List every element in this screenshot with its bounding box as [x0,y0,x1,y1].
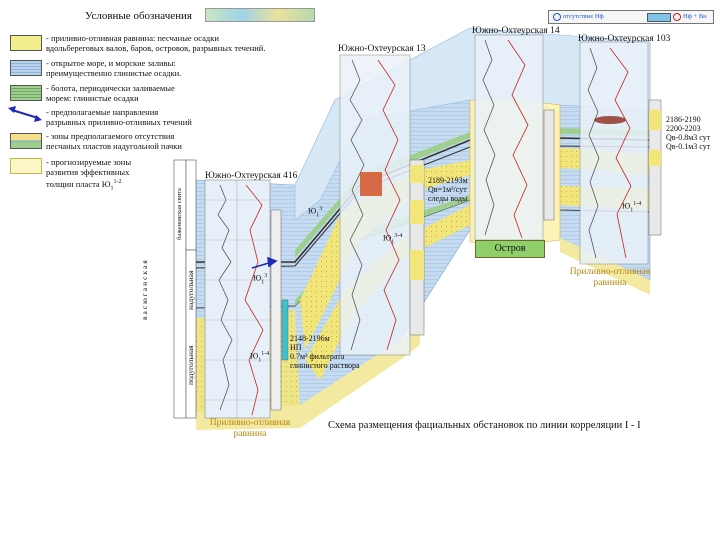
layer-label-103: Ю11-4 [622,201,642,214]
legend-swatch-absence [10,133,42,149]
depth-ticks [205,199,270,401]
zone-label-island: Остров [475,240,545,258]
well-title-103: Южно-Охтеурская 103 [578,34,671,44]
mini-legend-item-1: отсутствие Нф [563,13,604,20]
top-map-strip [205,8,315,22]
layer-label-13-upper: Ю13 [308,206,323,219]
layer-label-13: Ю13-4 [383,233,403,246]
diagram-caption: Схема размещения фациальных обстановок п… [328,420,641,431]
mini-legend: отсутствие Нф Нф + Вн [548,10,714,24]
strat-column [173,159,197,419]
legend-swatch-swamp [10,85,42,101]
legend-swatch-open-sea [10,60,42,76]
legend-arrow-icon [8,106,42,122]
strat-vasyugan: васюганская [140,258,149,320]
swamp-wedge-2 [295,195,470,306]
well-title-13: Южно-Охтеурская 13 [338,44,426,54]
mini-legend-item-2: Нф + Вн [683,13,707,20]
strat-podugolnaya: подугольная [186,345,195,385]
legend-text-tidal-plain: - приливно-отливная равнина: песчаные ос… [46,33,266,53]
layer-label-416: Ю13 [253,273,268,286]
tidal-current-arrow-icon [251,256,278,269]
well-title-14: Южно-Охтеурская 14 [472,26,560,36]
legend-title: Условные обозначения [85,10,192,22]
well-14-track [474,34,555,241]
forecast-zone-left [196,330,420,430]
legend-swatch-forecast [10,158,42,174]
well-title-416: Южно-Охтеурская 416 [205,171,298,181]
strat-bazhenov: баженовская свита [176,188,183,240]
mini-legend-swatch [647,13,671,22]
layer-label-416-lower: Ю11-4 [250,351,270,364]
sand-wedge-center-2 [305,205,470,380]
well-13-track [339,54,425,356]
mini-legend-circle-1 [553,13,561,21]
legend-swatch-tidal-plain [10,35,42,51]
well-416-track [204,179,289,419]
mini-legend-circle-2 [673,13,681,21]
legend-text-open-sea: - открытое море, и морские заливы:преиму… [46,58,182,78]
strat-nadugolnaya: надугольная [186,270,195,310]
well-103-track [579,41,662,265]
